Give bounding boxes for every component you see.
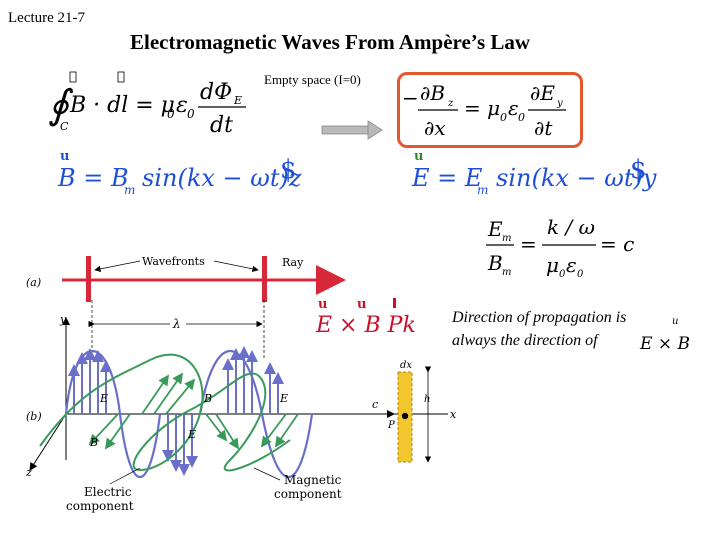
electric-label-2: component (66, 499, 134, 513)
e-vector-label-2: E (279, 392, 288, 405)
direction-note-line1: Direction of propagation is (452, 309, 627, 326)
svg-text:0: 0 (500, 111, 507, 124)
svg-text:z: z (447, 98, 454, 109)
svg-text:B · dl = μ: B · dl = μ (69, 93, 175, 118)
svg-text:C: C (60, 120, 69, 133)
e-vector-label-3: E (187, 428, 196, 441)
magnetic-label-2: component (274, 487, 342, 501)
implies-arrow (321, 120, 383, 140)
svg-text:B: B (487, 251, 503, 275)
magnetic-label-1: Magnetic (284, 473, 342, 487)
h-label: h (424, 394, 430, 405)
svg-text:B = B: B = B (57, 164, 129, 192)
svg-text:u: u (357, 297, 366, 312)
svg-text:sin(kx − ωt)z: sin(kx − ωt)z (142, 164, 302, 192)
lambda-label: λ (172, 317, 181, 331)
wavefront-1 (86, 256, 91, 302)
electric-wave (64, 346, 314, 479)
dx-label: dx (400, 360, 412, 371)
svg-text:k / ω: k / ω (547, 215, 595, 239)
svg-text:$: $ (280, 155, 297, 185)
direction-note: Direction of propagation is always the d… (452, 306, 626, 352)
svg-text:m: m (502, 267, 511, 278)
poynting-direction: u u E × B Pk (315, 297, 416, 338)
svg-text:dΦ: dΦ (200, 80, 232, 105)
svg-text:∂B: ∂B (420, 81, 445, 105)
svg-text:0: 0 (559, 269, 566, 280)
svg-text:∂x: ∂x (424, 116, 446, 140)
x-axis-label: x (450, 408, 457, 421)
lecture-number: Lecture 21-7 (8, 10, 86, 26)
z-axis-label: z (25, 466, 32, 479)
svg-text:0: 0 (187, 107, 195, 121)
svg-text:ε: ε (508, 96, 519, 120)
svg-text:E × B Pk: E × B Pk (315, 313, 416, 338)
highlight-box (397, 72, 583, 148)
svg-text:0: 0 (167, 107, 175, 121)
panel-b-label: (b) (26, 410, 42, 423)
c-label: c (372, 398, 378, 411)
svg-text:ε: ε (566, 253, 577, 277)
z-axis (29, 413, 67, 471)
direction-note-line2: always the direction of (452, 332, 598, 349)
svg-text:= c: = c (600, 232, 634, 256)
svg-text:= μ: = μ (464, 96, 500, 120)
svg-text:−: − (402, 86, 419, 110)
ampere-integral-equation: ∮ C B · dl = μ 0 ε 0 dΦ E dt (48, 71, 246, 138)
svg-text:dt: dt (210, 113, 233, 138)
svg-text:E × B: E × B (639, 334, 690, 354)
b-field-equation: u B = B m sin(kx − ωt)z $ (57, 149, 302, 197)
svg-text:E: E (233, 94, 242, 107)
slide-title: Electromagnetic Waves From Ampère’s Law (130, 30, 531, 54)
point-p (401, 412, 409, 420)
svg-text:E = E: E = E (411, 164, 483, 192)
svg-text:m: m (124, 183, 135, 197)
inline-cross-product: u E × B (639, 316, 690, 354)
svg-text:$: $ (630, 155, 647, 185)
svg-text:∂E: ∂E (530, 81, 555, 105)
electric-label-1: Electric (84, 485, 132, 499)
svg-text:m: m (502, 233, 511, 244)
svg-text:0: 0 (577, 269, 584, 280)
svg-text:ε: ε (176, 93, 188, 118)
wavefronts-label: Wavefronts (142, 255, 205, 268)
svg-text:0: 0 (518, 111, 525, 124)
faraday-differential-equation: − ∂B z ∂x = μ 0 ε 0 ∂E y ∂t (402, 81, 566, 140)
e-vector-label-1: E (99, 392, 108, 405)
ray-label: Ray (282, 256, 304, 269)
svg-text:E: E (487, 217, 503, 241)
svg-text:m: m (477, 183, 488, 197)
p-label: P (387, 420, 395, 431)
y-axis-label: y (59, 313, 67, 326)
svg-text:u: u (60, 149, 69, 164)
e-field-equation: u E = E m sin(kx − ωt)y $ (411, 149, 657, 197)
empty-space-note: Empty space (I=0) (264, 72, 361, 87)
b-vector-label-1: B (203, 392, 212, 405)
b-vector-label-2: B (89, 436, 98, 449)
svg-text:sin(kx − ωt)y: sin(kx − ωt)y (496, 164, 657, 192)
speed-of-light-equation: E m B m = k / ω μ 0 ε 0 = c (486, 215, 634, 280)
wavefront-2 (262, 256, 267, 302)
svg-text:u: u (672, 316, 678, 327)
svg-text:=: = (520, 232, 537, 256)
svg-text:u: u (414, 149, 423, 164)
magnetic-wave (39, 353, 299, 472)
panel-a-label: (a) (26, 276, 41, 289)
svg-text:y: y (556, 98, 563, 109)
svg-text:μ: μ (546, 253, 559, 277)
svg-text:∂t: ∂t (534, 116, 553, 140)
svg-text:u: u (318, 297, 327, 312)
